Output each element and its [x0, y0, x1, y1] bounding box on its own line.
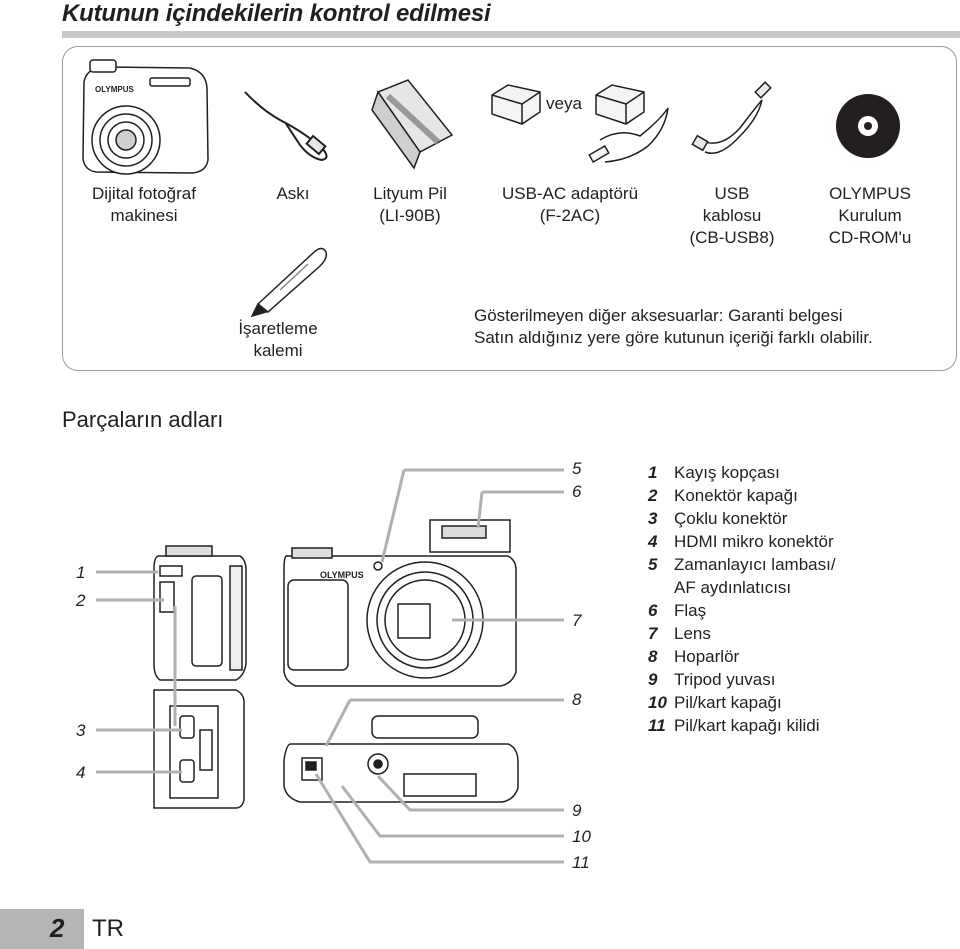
- callout-8: 8: [572, 690, 582, 709]
- page-tab: [0, 909, 84, 949]
- caption-battery: Lityum Pil (LI-90B): [373, 184, 447, 225]
- callout-2: 2: [76, 591, 86, 610]
- bottom-view-diagram: [283, 715, 519, 803]
- or-label: veya: [546, 94, 582, 113]
- front-camera-brand: OLYMPUS: [320, 570, 364, 580]
- battery-icon: [371, 79, 454, 170]
- callout-11: 11: [572, 853, 590, 872]
- strap-icon: [244, 91, 328, 162]
- ac-adapter-icon: [491, 84, 669, 163]
- note-line-2: Satın aldığınız yere göre kutunun içeriğ…: [474, 328, 873, 347]
- callout-10: 10: [572, 827, 591, 846]
- title-rule: [62, 31, 960, 38]
- cd-rom-icon: [836, 94, 900, 158]
- section-heading: Parçaların adları: [62, 407, 224, 432]
- callout-1: 1: [76, 563, 86, 582]
- front-view-diagram: [283, 519, 517, 687]
- caption-cd-rom: OLYMPUS Kurulum CD-ROM'u: [828, 184, 912, 247]
- caption-camera: Dijital fotoğraf makinesi: [92, 184, 196, 225]
- page-title: Kutunun içindekilerin kontrol edilmesi: [62, 0, 491, 27]
- callout-7: 7: [572, 611, 582, 630]
- camera-brand-label: OLYMPUS: [95, 85, 134, 94]
- callout-4: 4: [76, 763, 86, 782]
- callout-6: 6: [572, 482, 582, 501]
- note-line-1: Gösterilmeyen diğer aksesuarlar: Garanti…: [474, 306, 843, 325]
- usb-cable-icon: [691, 81, 772, 154]
- camera-icon: [82, 59, 209, 175]
- page-number: 2: [50, 913, 65, 943]
- caption-pen: İşaretleme kalemi: [238, 319, 318, 360]
- pen-icon: [250, 247, 328, 318]
- callout-9: 9: [572, 801, 582, 820]
- side-view-diagram: [153, 545, 247, 809]
- callout-5: 5: [572, 459, 582, 478]
- parts-list-item: AF aydınlatıcısı: [674, 578, 792, 597]
- contents-box: [62, 46, 957, 371]
- language-code: TR: [92, 915, 124, 942]
- leader-lines: [96, 468, 564, 864]
- caption-ac-adapter: USB-AC adaptörü (F-2AC): [501, 184, 639, 225]
- caption-strap: Askı: [276, 184, 310, 203]
- callout-3: 3: [76, 721, 86, 740]
- caption-usb-cable: USB kablosu (CB-USB8): [689, 184, 775, 247]
